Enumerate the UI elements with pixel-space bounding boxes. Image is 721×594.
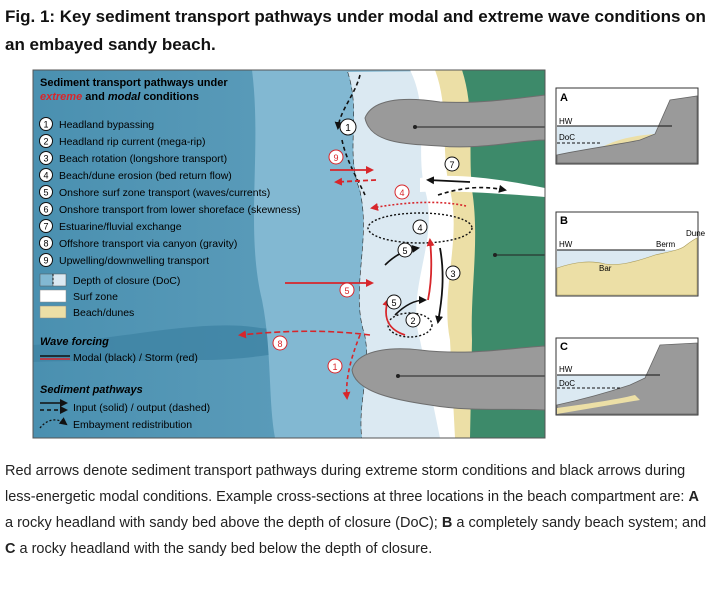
svg-text:Input (solid) / output (dashed: Input (solid) / output (dashed) <box>73 402 210 414</box>
svg-text:Sediment pathways: Sediment pathways <box>40 384 143 396</box>
svg-text:2: 2 <box>43 137 48 147</box>
svg-text:Surf zone: Surf zone <box>73 291 118 303</box>
svg-text:1: 1 <box>332 362 337 372</box>
arrow-bypass-bottom <box>342 334 361 400</box>
svg-text:Sediment transport pathways un: Sediment transport pathways under <box>40 77 228 89</box>
map-circle-5-upper: 5 <box>397 242 413 258</box>
svg-text:HW: HW <box>559 365 573 374</box>
svg-text:Beach/dune erosion (bed return: Beach/dune erosion (bed return flow) <box>59 170 232 182</box>
svg-text:DoC: DoC <box>559 379 575 388</box>
svg-text:4: 4 <box>43 171 48 181</box>
svg-text:Upwelling/downwelling transpor: Upwelling/downwelling transport <box>59 255 209 267</box>
arrow-canyon <box>238 330 371 339</box>
svg-text:HW: HW <box>559 117 573 126</box>
svg-text:DoC: DoC <box>559 133 575 142</box>
map-circle-7: 7 <box>444 156 460 172</box>
embayment-cell-2 <box>387 312 433 338</box>
svg-text:5: 5 <box>344 286 349 296</box>
svg-text:5: 5 <box>391 298 396 308</box>
figure-caption: Red arrows denote sediment transport pat… <box>5 463 707 557</box>
svg-text:Estuarine/fluvial exchange: Estuarine/fluvial exchange <box>59 221 182 233</box>
svg-text:Beach/dunes: Beach/dunes <box>73 307 134 319</box>
map-circle-3: 3 <box>445 265 461 281</box>
arrow-estuary-in <box>426 176 471 185</box>
legend-item: 2 Headland rip current (mega-rip) <box>39 134 205 148</box>
map-circle-9: 9 <box>328 149 344 165</box>
arrow-onshore-lower <box>394 296 427 316</box>
svg-text:Offshore transport via canyon: Offshore transport via canyon (gravity) <box>59 238 237 250</box>
cross-section-a: A HW DoC <box>555 87 699 165</box>
south-headland <box>351 345 545 411</box>
svg-text:Berm: Berm <box>656 240 675 249</box>
svg-text:Bar: Bar <box>599 264 612 273</box>
svg-text:9: 9 <box>333 153 338 163</box>
svg-text:8: 8 <box>43 239 48 249</box>
legend-item: 4 Beach/dune erosion (bed return flow) <box>39 168 232 182</box>
map-circle-5-lower: 5 <box>386 294 402 310</box>
map-circle-1-bottom: 1 <box>327 358 343 374</box>
figure-diagram: 1 9 7 4 4 5 3 5 5 2 8 1 Sediment transpo… <box>32 69 706 439</box>
svg-text:Headland rip current (mega-rip: Headland rip current (mega-rip) <box>59 136 205 148</box>
svg-text:A: A <box>560 92 568 104</box>
svg-text:7: 7 <box>43 222 48 232</box>
legend-item: 5 Onshore surf zone transport (waves/curr… <box>39 185 270 199</box>
arrow-bypass-top <box>334 74 361 130</box>
svg-text:extreme and modal conditions: extreme and modal conditions <box>40 91 199 103</box>
svg-text:Headland bypassing: Headland bypassing <box>59 119 154 131</box>
map-circle-4-black: 4 <box>412 219 428 235</box>
svg-text:Onshore transport from lower s: Onshore transport from lower shoreface (… <box>59 204 301 216</box>
plan-view-map: 1 9 7 4 4 5 3 5 5 2 8 1 <box>33 70 545 438</box>
svg-text:Wave forcing: Wave forcing <box>40 336 109 348</box>
svg-text:6: 6 <box>43 205 48 215</box>
legend-item: 1 Headland bypassing <box>39 117 154 131</box>
legend-item: 6 Onshore transport from lower shoreface … <box>39 202 301 216</box>
map-circle-4-red: 4 <box>394 184 410 200</box>
svg-text:Beach rotation (longshore tran: Beach rotation (longshore transport) <box>59 153 227 165</box>
figure-title: Fig. 1: Key sediment transport pathways … <box>5 7 706 54</box>
cross-section-c: C HW DoC <box>555 337 699 416</box>
svg-text:5: 5 <box>43 188 48 198</box>
map-circle-8: 8 <box>272 335 288 351</box>
svg-text:HW: HW <box>559 240 573 249</box>
legend-item: 9 Upwelling/downwelling transport <box>39 253 209 267</box>
svg-text:4: 4 <box>417 223 422 233</box>
svg-text:2: 2 <box>410 316 415 326</box>
svg-text:9: 9 <box>43 256 48 266</box>
svg-text:Dune: Dune <box>686 229 706 238</box>
north-headland <box>364 94 545 148</box>
legend-item: 3 Beach rotation (longshore transport) <box>39 151 227 165</box>
svg-text:C: C <box>560 341 568 353</box>
svg-text:3: 3 <box>450 269 455 279</box>
embayment-cell-4 <box>367 212 473 244</box>
map-circle-2: 2 <box>405 312 421 328</box>
svg-text:3: 3 <box>43 154 48 164</box>
map-circle-1-top: 1 <box>339 118 357 136</box>
svg-text:5: 5 <box>402 246 407 256</box>
arrow-rotation-black <box>435 247 444 324</box>
svg-text:1: 1 <box>345 123 351 134</box>
svg-text:8: 8 <box>277 339 282 349</box>
svg-text:B: B <box>560 215 568 227</box>
svg-text:Depth of closure (DoC): Depth of closure (DoC) <box>73 275 180 287</box>
arrow-mega-rip <box>382 298 406 336</box>
svg-text:Embayment redistribution: Embayment redistribution <box>73 419 192 431</box>
arrow-dune-erosion <box>370 201 467 211</box>
arrow-rotation-red <box>426 238 435 301</box>
cross-section-b: B HW Berm Dune Bar <box>555 211 706 297</box>
arrow-upwelling-out <box>334 177 377 186</box>
legend: Sediment transport pathways under extrem… <box>39 77 301 431</box>
legend-item: 7 Estuarine/fluvial exchange <box>39 219 182 233</box>
legend-item: 8 Offshore transport via canyon (gravity) <box>39 236 237 250</box>
svg-text:7: 7 <box>449 160 454 170</box>
map-circle-5-red: 5 <box>339 282 355 298</box>
map-frame <box>32 69 546 439</box>
svg-text:Modal (black) / Storm (red): Modal (black) / Storm (red) <box>73 352 198 364</box>
svg-text:Onshore surf zone transport (w: Onshore surf zone transport (waves/curre… <box>59 187 270 199</box>
svg-text:1: 1 <box>43 120 48 130</box>
land <box>462 70 545 438</box>
svg-text:4: 4 <box>399 188 404 198</box>
